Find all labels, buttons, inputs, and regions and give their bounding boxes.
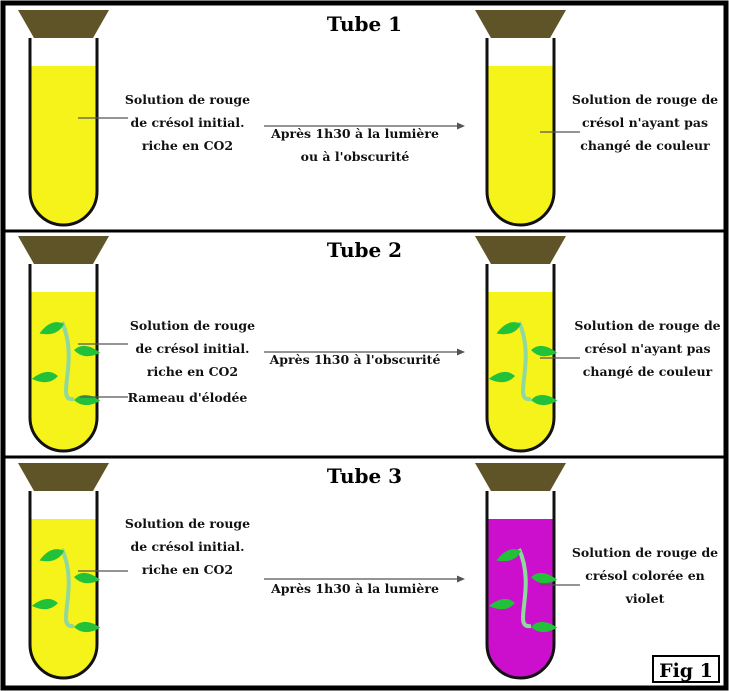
tube-outline: [485, 491, 556, 680]
plant-leaf: [74, 345, 101, 357]
arrow-2-head: [457, 348, 465, 356]
plant-leaf: [31, 598, 58, 610]
panel-2-plant-label: Rameau d'élodée: [127, 390, 248, 405]
tube-stopper: [18, 10, 109, 38]
solution-right: [487, 519, 554, 678]
arrow-1-head: [457, 122, 465, 130]
plant-stem: [60, 548, 75, 629]
plant-leaf: [488, 371, 515, 383]
tube-outline: [28, 491, 99, 680]
tube-outline: [485, 38, 556, 227]
solution-right: [487, 66, 554, 225]
tube-stopper: [475, 463, 566, 491]
panel-3-title: Tube 3: [326, 464, 403, 488]
tube-stopper: [475, 236, 566, 264]
tube-stopper: [18, 236, 109, 264]
tube-outline: [28, 264, 99, 453]
plant-leaf: [39, 549, 64, 562]
tube-outline: [28, 38, 99, 227]
plant-leaf: [531, 621, 558, 633]
solution-left: [30, 66, 97, 225]
panel-1-title: Tube 1: [326, 12, 403, 36]
plant-stem: [517, 548, 532, 629]
plant-stem: [517, 321, 532, 402]
arrow-3-head: [457, 575, 465, 583]
solution-left: [30, 292, 97, 451]
tube-outline: [485, 264, 556, 453]
panel-2-title: Tube 2: [326, 238, 403, 262]
plant-leaf: [74, 621, 101, 633]
panel-2-arrow-label: Après 1h30 à l'obscurité: [269, 352, 441, 367]
panel-3-arrow-label: Après 1h30 à la lumière: [271, 581, 439, 596]
plant-leaf: [31, 371, 58, 383]
plant-leaf: [531, 394, 558, 406]
plant-leaf: [531, 345, 558, 357]
plant-leaf: [496, 322, 521, 335]
plant-stem: [60, 321, 75, 402]
plant-leaf: [488, 598, 515, 610]
plant-leaf: [39, 322, 64, 335]
tube-stopper: [18, 463, 109, 491]
tube-stopper: [475, 10, 566, 38]
plant-leaf: [531, 572, 558, 584]
solution-right: [487, 292, 554, 451]
solution-left: [30, 519, 97, 678]
plant-leaf: [496, 549, 521, 562]
figure-label: Fig 1: [652, 655, 720, 683]
plant-leaf: [74, 572, 101, 584]
